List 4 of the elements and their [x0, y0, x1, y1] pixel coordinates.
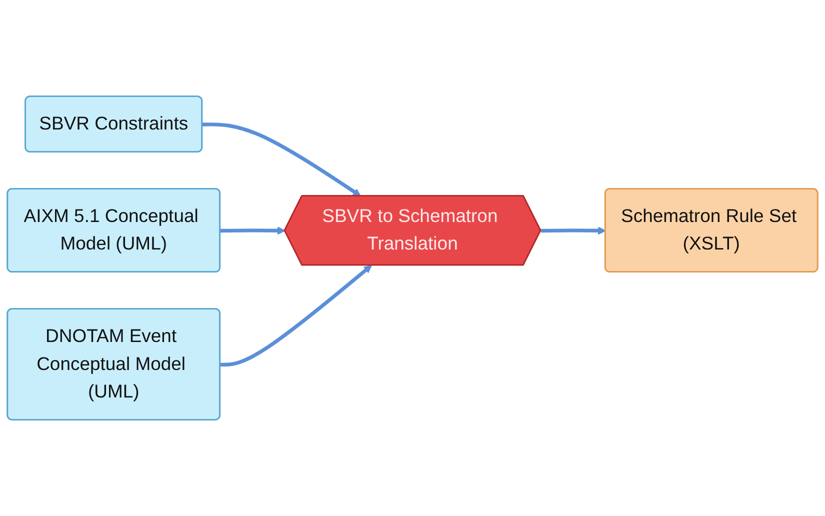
arrow — [220, 226, 286, 235]
arrow — [202, 122, 362, 196]
arrow — [540, 226, 606, 235]
arrow — [220, 265, 372, 367]
